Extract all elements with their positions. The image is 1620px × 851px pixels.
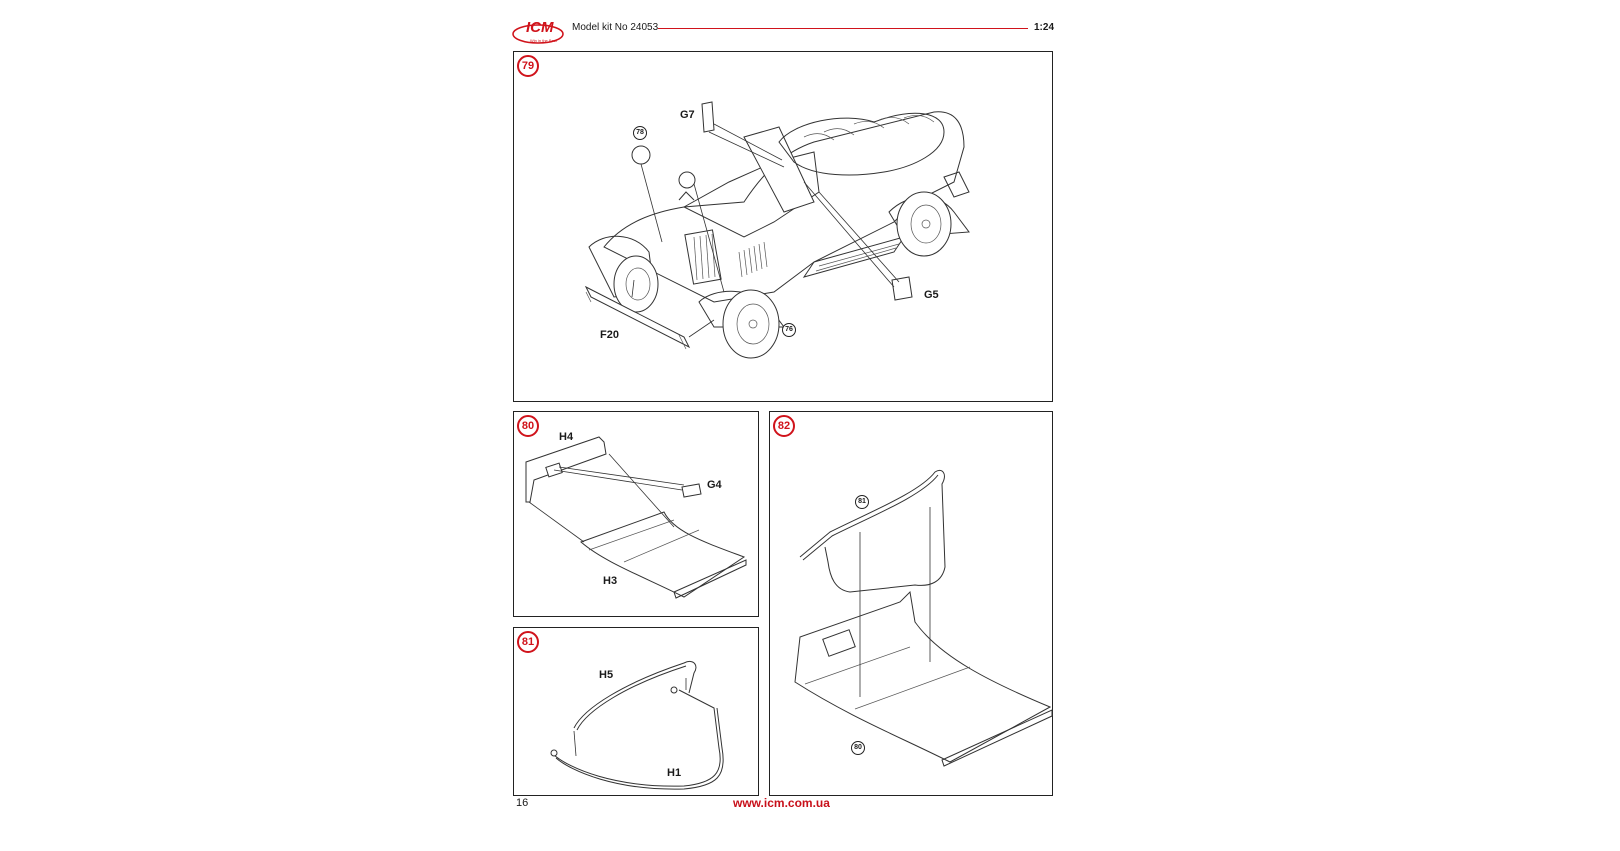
part-g5-label: G5 xyxy=(924,289,939,301)
part-h1-label: H1 xyxy=(667,767,682,779)
step-82-panel: 82 81 80 xyxy=(769,411,1053,796)
logo-swoosh xyxy=(512,24,564,44)
scale-label: 1:24 xyxy=(1034,22,1055,33)
ref-76: 76 xyxy=(782,323,796,337)
step-80-badge: 80 xyxy=(517,415,539,437)
part-f20-label: F20 xyxy=(600,329,619,341)
kit-label: Model kit No 24053 xyxy=(572,22,659,33)
part-h4-label: H4 xyxy=(559,431,574,443)
brand-logo: ICM Win in the Best xyxy=(512,16,564,46)
step-80-panel: 80 H4 G4 H3 xyxy=(513,411,759,617)
step-82-drawing xyxy=(794,469,1053,767)
logo-tagline: Win in the Best xyxy=(530,38,557,43)
page-number: 16 xyxy=(516,797,529,809)
ref-81: 81 xyxy=(855,495,869,509)
ref-78: 78 xyxy=(633,126,647,140)
step-82-badge: 82 xyxy=(773,415,795,437)
part-g7-label: G7 xyxy=(680,109,695,121)
step-81-drawing xyxy=(550,660,724,790)
step-79-drawing xyxy=(584,101,970,359)
part-g4-label: G4 xyxy=(707,479,722,491)
step-81-badge: 81 xyxy=(517,631,539,653)
logo-text: ICM xyxy=(526,19,554,36)
header-rule xyxy=(658,28,1028,29)
website-link[interactable]: www.icm.com.ua xyxy=(733,796,830,810)
step-79-panel: 79 xyxy=(513,51,1053,402)
step-81-panel: 81 H5 H1 xyxy=(513,627,759,796)
step-80-drawing xyxy=(525,436,747,599)
part-h3-label: H3 xyxy=(603,575,618,587)
ref-80: 80 xyxy=(851,741,865,755)
step-79-badge: 79 xyxy=(517,55,539,77)
part-h5-label: H5 xyxy=(599,669,614,681)
